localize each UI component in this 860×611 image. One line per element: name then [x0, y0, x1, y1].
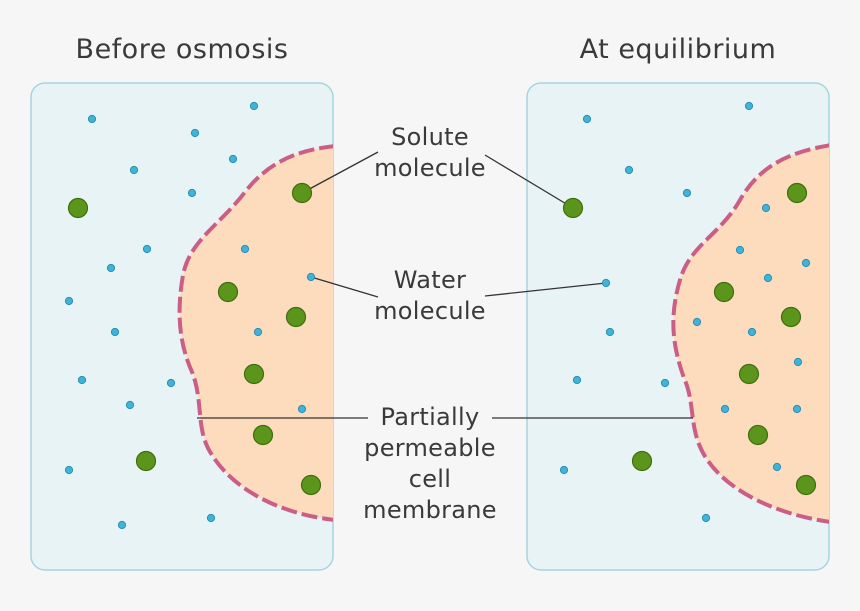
cell-membrane-before — [177, 144, 333, 522]
water-molecule — [64, 465, 74, 475]
water-molecule — [249, 101, 259, 111]
solute-molecule — [300, 474, 322, 496]
solute-molecule — [738, 363, 760, 385]
water-molecule — [682, 188, 692, 198]
cell-membrane-after — [671, 143, 829, 524]
water-molecule — [582, 114, 592, 124]
label-water-molecule: Water molecule — [355, 265, 505, 327]
water-molecule — [744, 101, 754, 111]
solute-molecule — [747, 424, 769, 446]
water-molecule — [106, 263, 116, 273]
solute-molecule — [780, 306, 802, 328]
solute-molecule — [291, 182, 313, 204]
title-at-equilibrium: At equilibrium — [579, 34, 777, 65]
water-molecule — [772, 462, 782, 472]
solute-molecule — [67, 197, 89, 219]
container-before — [30, 82, 334, 571]
water-molecule — [87, 114, 97, 124]
leader-solute-after — [484, 154, 574, 209]
water-molecule — [792, 404, 802, 414]
water-molecule — [187, 188, 197, 198]
solute-molecule — [285, 306, 307, 328]
water-molecule — [77, 375, 87, 385]
water-molecule — [129, 165, 139, 175]
label-membrane-line-2: permeable — [364, 434, 496, 462]
water-molecule — [572, 375, 582, 385]
water-molecule — [64, 296, 74, 306]
water-molecule — [559, 465, 569, 475]
solute-molecule — [786, 182, 808, 204]
leader-water-before — [310, 276, 379, 298]
water-molecule — [801, 258, 811, 268]
water-molecule — [692, 317, 702, 327]
label-solute-line-1: Solute — [391, 123, 469, 151]
water-molecule — [117, 520, 127, 530]
label-membrane-line-4: membrane — [363, 496, 497, 524]
label-membrane-line-3: cell — [408, 465, 452, 493]
water-molecule — [763, 273, 773, 283]
particles — [64, 101, 817, 530]
solute-molecule — [135, 450, 157, 472]
leader-water-after — [484, 282, 607, 297]
solute-molecule — [243, 363, 265, 385]
container-after — [526, 82, 830, 571]
water-molecule — [253, 327, 263, 337]
water-molecule — [605, 327, 615, 337]
label-membrane-line-1: Partially — [380, 403, 480, 431]
leader-solute-before — [301, 151, 379, 194]
solute-molecule — [795, 474, 817, 496]
label-water-line-2: molecule — [374, 297, 486, 325]
title-before-osmosis: Before osmosis — [75, 34, 289, 65]
water-molecule — [142, 244, 152, 254]
label-solute-molecule: Solute molecule — [355, 122, 505, 184]
water-molecule — [166, 378, 176, 388]
water-molecule — [735, 245, 745, 255]
label-partially-permeable-membrane: Partially permeable cell membrane — [345, 402, 515, 526]
water-molecule — [240, 244, 250, 254]
leader-lines — [197, 151, 693, 419]
solute-molecule — [631, 450, 653, 472]
water-molecule — [297, 404, 307, 414]
water-molecule — [747, 327, 757, 337]
water-molecule — [125, 400, 135, 410]
solute-molecule — [713, 281, 735, 303]
label-solute-line-2: molecule — [374, 154, 486, 182]
water-molecule — [624, 165, 634, 175]
solute-molecule — [217, 281, 239, 303]
water-molecule — [206, 513, 216, 523]
water-molecule — [761, 203, 771, 213]
water-molecule — [306, 272, 316, 282]
label-water-line-1: Water — [393, 266, 467, 294]
solute-molecule — [252, 424, 274, 446]
water-molecule — [190, 128, 200, 138]
water-molecule — [601, 278, 611, 288]
solute-molecule — [562, 197, 584, 219]
water-molecule — [110, 327, 120, 337]
water-molecule — [793, 357, 803, 367]
water-molecule — [720, 404, 730, 414]
water-molecule — [660, 378, 670, 388]
water-molecule — [701, 513, 711, 523]
water-molecule — [228, 154, 238, 164]
